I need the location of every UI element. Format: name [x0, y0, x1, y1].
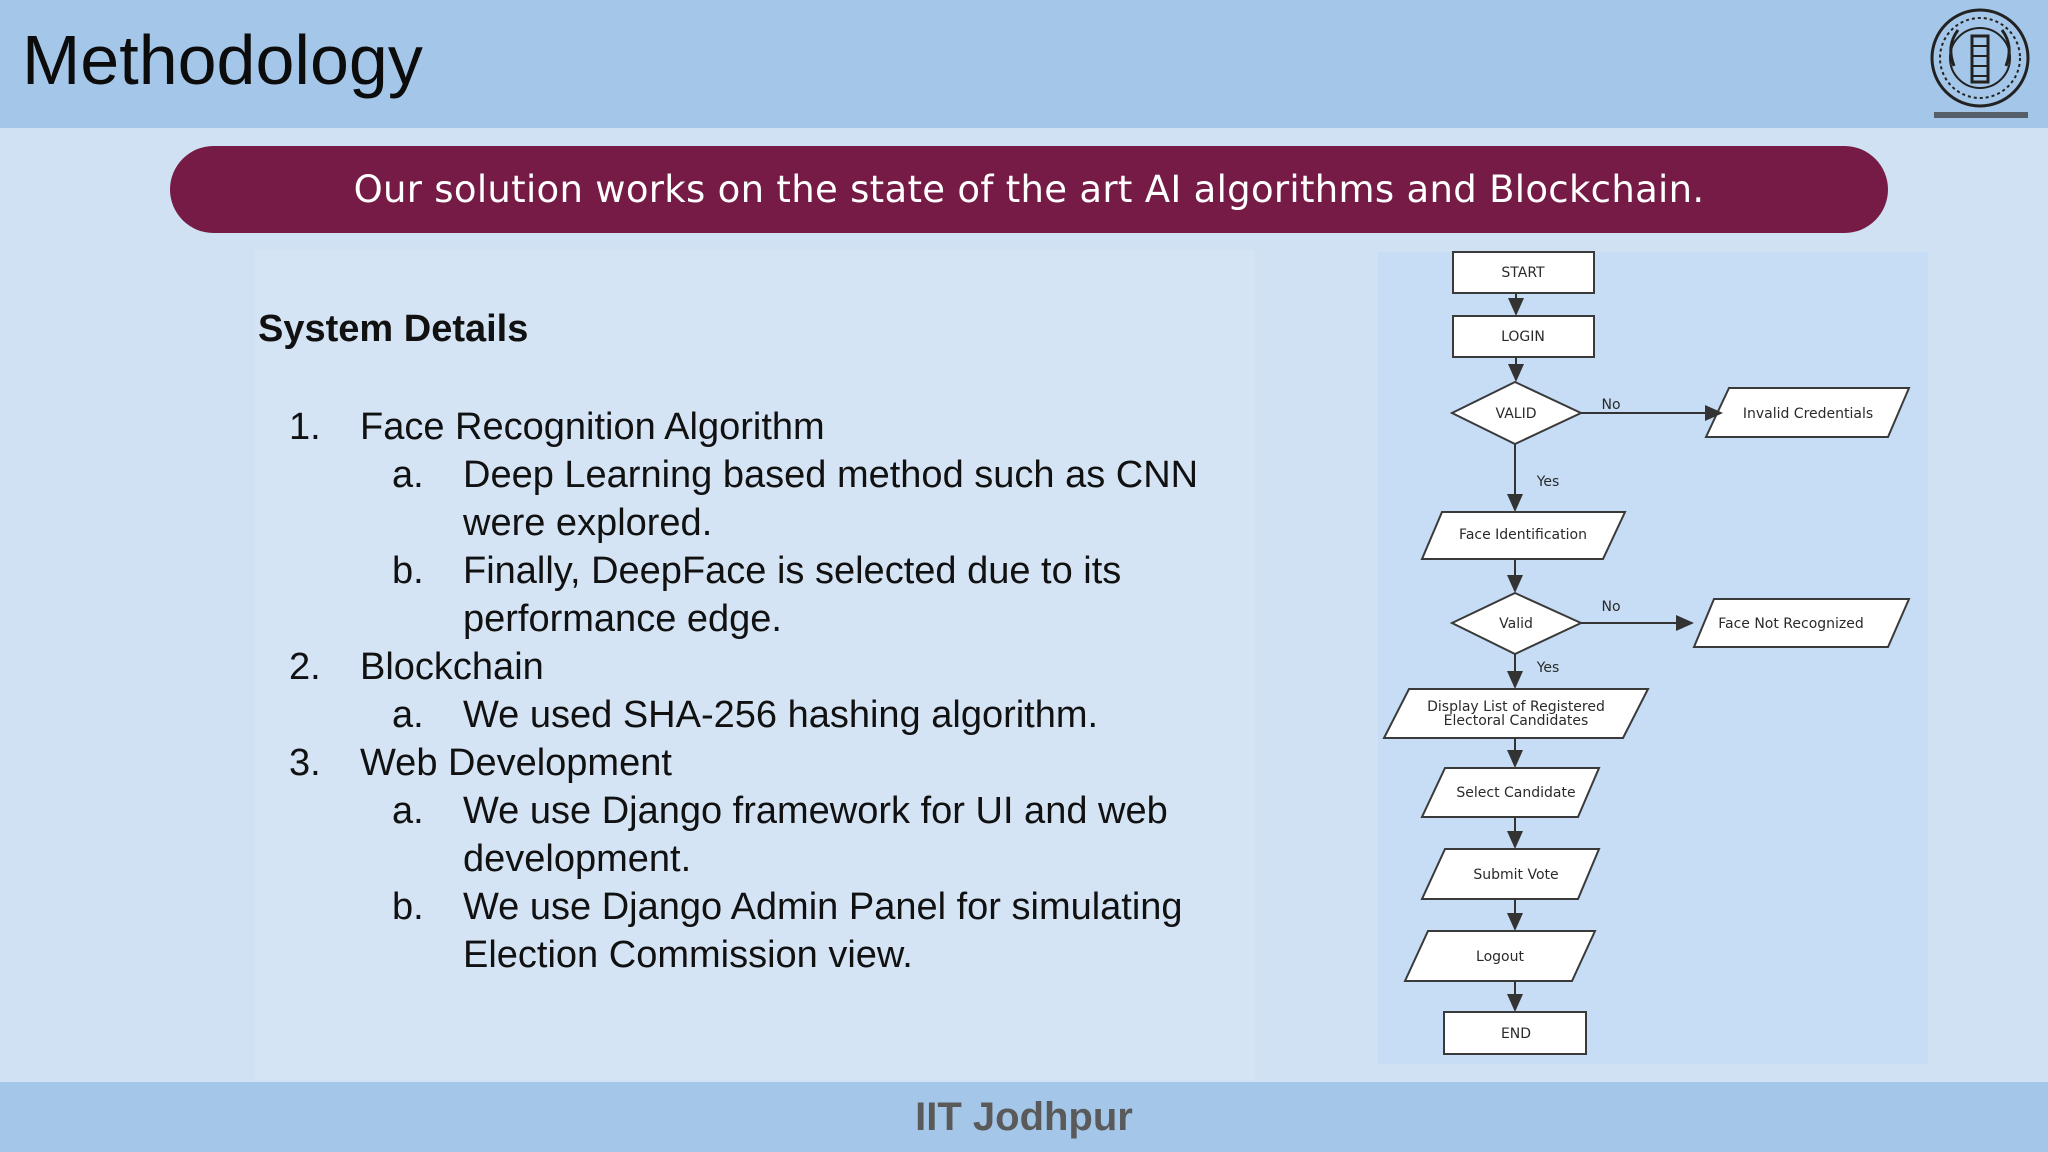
- footer-bar: IIT Jodhpur: [0, 1082, 2048, 1152]
- section-heading: System Details: [258, 308, 529, 350]
- end-node: [1443, 1011, 1587, 1055]
- display-candidates-label: Electoral Candidates: [1444, 713, 1589, 729]
- list-marker: 3.: [289, 742, 321, 784]
- invalid-credentials-label: Invalid Credentials: [1743, 406, 1873, 422]
- summary-banner: Our solution works on the state of the a…: [170, 146, 1888, 233]
- submit-vote-label: Submit Vote: [1473, 867, 1558, 883]
- sublist-marker: b.: [392, 886, 424, 928]
- yes-label: Yes: [1536, 660, 1560, 676]
- list-marker: 2.: [289, 646, 321, 688]
- slide-title: Methodology: [22, 21, 423, 99]
- sublist-marker: a.: [392, 790, 424, 832]
- face-identification-label: Face Identification: [1459, 527, 1587, 543]
- no-label: No: [1601, 599, 1620, 615]
- list-item: Blockchain: [360, 646, 544, 688]
- sublist-item: development.: [463, 838, 692, 880]
- end-label: END: [1501, 1026, 1531, 1042]
- sublist-item: Deep Learning based method such as CNN: [463, 454, 1199, 496]
- sublist-item: We used SHA-256 hashing algorithm.: [463, 694, 1099, 736]
- display-candidates-label: Display List of Registered: [1427, 699, 1605, 715]
- institute-logo-icon: [1930, 8, 2030, 118]
- content-panel: [255, 250, 1255, 1080]
- face-identification-node: [1420, 511, 1627, 560]
- sublist-marker: a.: [392, 694, 424, 736]
- valid-face-label: Valid: [1499, 616, 1533, 632]
- sublist-item: Election Commission view.: [463, 934, 913, 976]
- sublist-item: were explored.: [463, 502, 713, 544]
- submit-vote-node: [1420, 848, 1601, 900]
- list-item: Face Recognition Algorithm: [360, 406, 825, 448]
- login-node: [1452, 315, 1595, 358]
- banner-text: Our solution works on the state of the a…: [353, 168, 1705, 211]
- start-node: [1452, 251, 1595, 294]
- sublist-marker: a.: [392, 454, 424, 496]
- no-label: No: [1601, 397, 1620, 413]
- sublist-item: performance edge.: [463, 598, 782, 640]
- logout-label: Logout: [1476, 949, 1524, 965]
- list-item: Web Development: [360, 742, 672, 784]
- sublist-item: Finally, DeepFace is selected due to its: [463, 550, 1122, 592]
- select-candidate-node: [1420, 767, 1601, 818]
- select-candidate-label: Select Candidate: [1456, 785, 1575, 801]
- sublist-item: We use Django Admin Panel for simulating: [463, 886, 1183, 928]
- header-bar: [0, 0, 2048, 128]
- footer-text: IIT Jodhpur: [915, 1094, 1133, 1139]
- sublist-marker: b.: [392, 550, 424, 592]
- face-not-recognized-node: [1692, 598, 1911, 648]
- sublist-item: We use Django framework for UI and web: [463, 790, 1168, 832]
- display-candidates-node: [1382, 688, 1650, 739]
- list-marker: 1.: [289, 406, 321, 448]
- face-not-recognized-label: Face Not Recognized: [1718, 616, 1864, 632]
- logout-node: [1403, 930, 1597, 982]
- login-label: LOGIN: [1501, 329, 1545, 345]
- valid-label: VALID: [1496, 406, 1537, 422]
- start-label: START: [1501, 265, 1545, 281]
- yes-label: Yes: [1536, 474, 1560, 490]
